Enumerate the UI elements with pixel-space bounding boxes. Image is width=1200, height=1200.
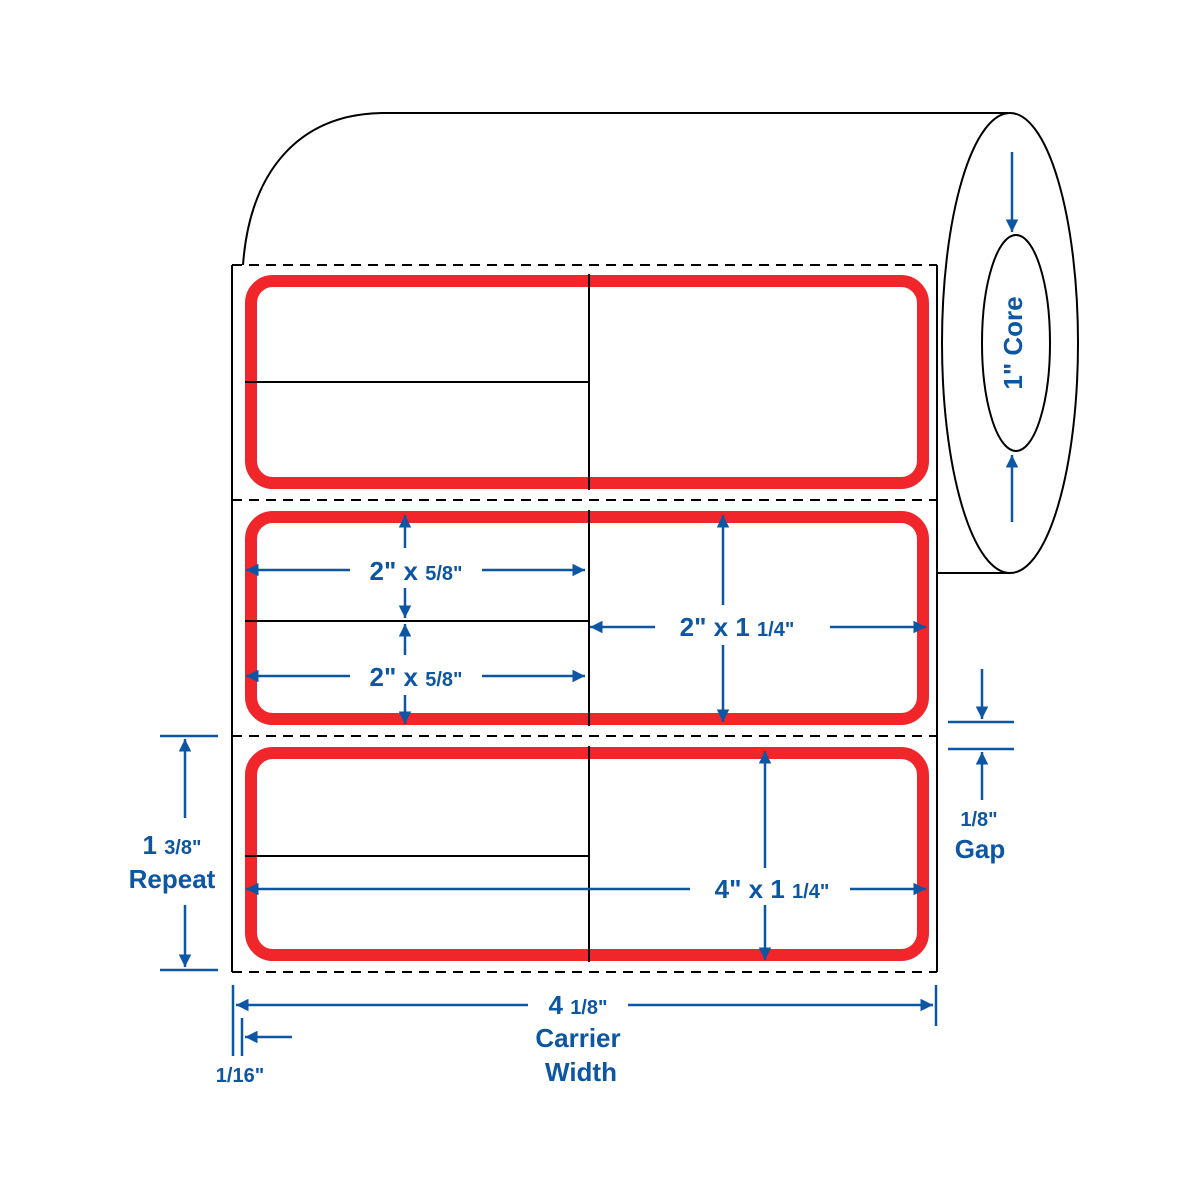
repeat-dimension: 1 3/8" Repeat [129, 734, 218, 972]
liner-margin-value: 1/16" [216, 1065, 264, 1087]
right-label-size: 2" x 1 1/4" [680, 612, 795, 642]
carrier-word: Carrier [535, 1023, 620, 1053]
half-label-dimensions: 2" x 5/8" 2" x 5/8" [246, 515, 585, 724]
roll [242, 112, 1079, 574]
carrier-width-dimension: 4 1/8" Carrier Width 1/16" [216, 985, 938, 1087]
gap-dimension: 1/8" Gap [948, 669, 1014, 864]
half-label-bottom-size: 2" x 5/8" [370, 662, 463, 692]
full-label-dimensions: 4" x 1 1/4" [246, 751, 926, 960]
label-3 [245, 746, 929, 962]
gap-value: 1/8" [960, 809, 997, 831]
gap-word: Gap [955, 834, 1006, 864]
roll-end [941, 112, 1079, 574]
label-1 [245, 274, 929, 490]
roll-top-outline [242, 112, 1008, 266]
core [981, 234, 1051, 452]
half-label-top-size: 2" x 5/8" [370, 556, 463, 586]
carrier-width-value: 4 1/8" [549, 990, 608, 1020]
core-label: 1" Core [998, 296, 1028, 389]
width-word: Width [545, 1057, 617, 1087]
full-label-size: 4" x 1 1/4" [715, 874, 830, 904]
core-dimension: 1" Core [998, 152, 1028, 522]
repeat-value: 1 3/8" [143, 830, 202, 860]
label-2 [245, 510, 929, 726]
repeat-word: Repeat [129, 864, 216, 894]
right-label-dimensions: 2" x 1 1/4" [590, 515, 926, 722]
